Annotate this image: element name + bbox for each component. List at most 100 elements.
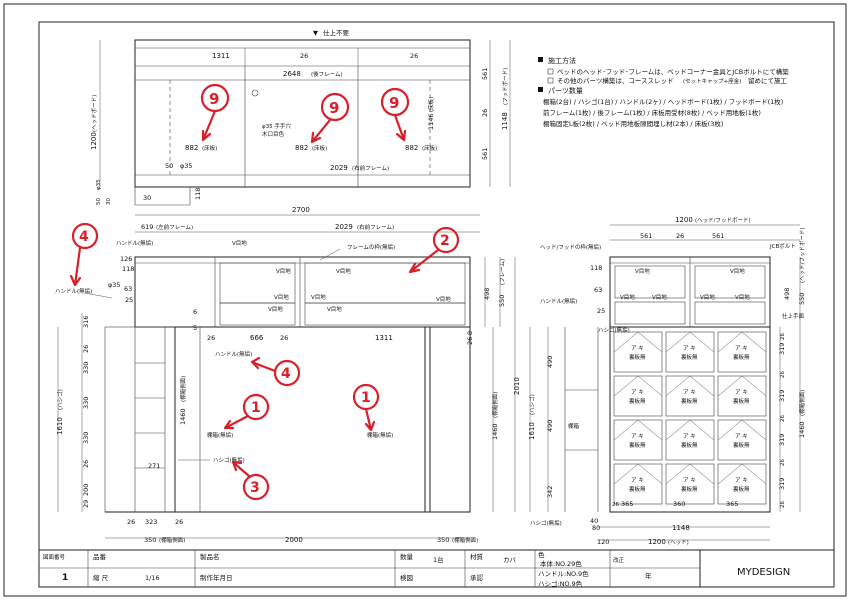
notes-header-method: 施工方法 [548, 56, 576, 65]
board-882-1: 882 [185, 144, 198, 152]
board-882-2: 882 [295, 144, 308, 152]
plan-dim-561a: 561 [481, 68, 489, 80]
color-handle: ハンドル:NO.9色 [538, 569, 589, 578]
svg-text:9: 9 [389, 94, 399, 112]
plan-dim-26c: 26 [481, 109, 489, 117]
parts-line-3: 棚箱固定L板(2枚) / ベッド用地板隙間埋し材(2本) / 床板(3枚) [543, 119, 723, 128]
shelf-cell [665, 419, 715, 461]
board-label-3: (床板) [422, 144, 437, 152]
scale-value: 1/16 [145, 574, 160, 582]
v-joint-4: V目地 [274, 293, 289, 301]
front-dim-316: 316 [82, 316, 90, 328]
front-dim-25: 25 [125, 296, 133, 304]
side-ladder-bottom: ハシゴ(無垢) [530, 519, 562, 527]
svg-text:4: 4 [281, 366, 291, 382]
shelf-cell [665, 463, 715, 505]
svg-text:1: 1 [251, 400, 261, 416]
front-dim-2700: 2700 [292, 206, 310, 214]
front-dim-26s1: 26 [82, 345, 90, 353]
v-joint-5: V目地 [311, 293, 326, 301]
plan-bed-sub: (床板) [427, 97, 435, 112]
cell-aki-label: ア キ [631, 477, 644, 484]
front-dim-330c: 330 [82, 432, 90, 444]
side-head-b: (ヘッド) [668, 540, 689, 546]
cell-aki-label: ア キ [631, 433, 644, 440]
front-shelf-bottom2: (棚箱側面) [452, 536, 478, 544]
side-dim-1148: 1148 [672, 524, 690, 532]
side-r319a: 319 [778, 343, 786, 355]
shelf-label-1: 棚箱(無垢) [207, 431, 233, 439]
ladder-outline [104, 326, 176, 513]
side-dim-561b: 561 [712, 232, 724, 240]
svg-text:3: 3 [250, 480, 260, 496]
front-dim-619: 619 [141, 223, 153, 231]
cell-back-label: 裏板無 [681, 441, 698, 449]
plan-dim-561b: 561 [481, 148, 489, 160]
v-joint-6: V目地 [436, 295, 451, 303]
front-dim-1311: 1311 [375, 334, 393, 342]
side-dim-26b: 26 [612, 502, 619, 508]
notes-line-1: ベッドのヘッド･フッド･フレームは、ベッドコーナー金具とJCBボルトにて構築 [557, 67, 789, 76]
title-block: 図面番号 1 品番 製品名 縮 尺 1/16 制作年月日 数量 1台 材質 カバ… [39, 549, 834, 588]
side-ladder-label: ハシゴ(無垢) [598, 326, 630, 334]
front-dim-26r: 26 [466, 337, 474, 345]
side-r319b: 319 [778, 390, 786, 402]
front-dim-350b: 350 [437, 536, 449, 544]
inner-border [38, 21, 835, 588]
cell-aki-label: ア キ [683, 345, 696, 352]
side-r26d: 26 [780, 459, 786, 466]
side-shelf-box [609, 326, 771, 513]
ladder-label: ハシゴ(無垢) [213, 456, 245, 464]
plan-foot-label: (フッドボード) [501, 68, 509, 105]
notes-line-2c: 留めにて施工 [748, 76, 788, 85]
svg-text:4: 4 [79, 229, 89, 245]
side-v-4: V目地 [652, 293, 667, 301]
front-dim-550: 550 [498, 295, 506, 307]
cell-back-label: 裏板無 [629, 397, 646, 405]
product-no-label: 品番 [93, 553, 107, 561]
side-r319c: 319 [778, 434, 786, 446]
annotation-9a: 9 [200, 83, 230, 142]
v-joint-7: V目地 [268, 305, 283, 313]
v-joint-8: V目地 [327, 305, 342, 313]
annotation-9b: 9 [310, 92, 350, 144]
side-ladder-v: (ハシゴ) [528, 394, 536, 415]
cell-aki-label: ア キ [631, 389, 644, 396]
plan-dim-30: 30 [143, 194, 151, 202]
bullet-icon [538, 87, 543, 92]
front-dim-118: 118 [122, 265, 134, 273]
inspect-label: 検図 [400, 573, 413, 582]
v-joint-2: V目地 [276, 267, 291, 275]
color-ladder: ハシゴ:NO.9色 [538, 579, 583, 588]
shelf-cell [717, 463, 767, 505]
shelf-cell [613, 463, 663, 505]
plan-dim-26a: 26 [300, 52, 308, 60]
front-dim-5: 5 [193, 324, 197, 332]
front-dim-1610: 1610 [56, 417, 64, 435]
side-dim-25: 25 [597, 307, 605, 315]
front-dim-63: 63 [124, 285, 132, 293]
shelf-cell [717, 331, 767, 373]
front-dim-498: 498 [483, 288, 491, 300]
plan-dim-2029: 2029 [330, 164, 348, 172]
drawing-no: 1 [62, 573, 68, 583]
svg-text:9: 9 [329, 99, 339, 117]
cell-aki-label: ア キ [735, 345, 748, 352]
handle-label-mid: ハンドル(無垢) [215, 350, 252, 358]
material-label: 材質 [470, 552, 484, 561]
parts-line-2: 前フレーム(1枚) / 後フレーム(1枚) / 床板用受材(8枚) / ベッド用… [543, 108, 761, 117]
shelf-cell [717, 375, 767, 417]
side-r26e: 26 [780, 501, 786, 508]
side-head-label: (ヘッド/フッドボード) [695, 216, 751, 224]
plan-dim-50: 50 [165, 162, 173, 170]
cell-aki-label: ア キ [631, 345, 644, 352]
cell-back-label: 裏板無 [733, 441, 750, 449]
front-dim-26b: 26 [280, 334, 288, 342]
front-dim-323: 323 [145, 518, 157, 526]
product-name-label: 製品名 [200, 552, 220, 561]
plan-head-label: (ヘッドボード) [90, 95, 98, 132]
side-dim-1200: 1200 [675, 216, 693, 224]
cell-back-label: 裏板無 [629, 441, 646, 449]
plan-rear-label: (後フレーム) [311, 70, 343, 78]
